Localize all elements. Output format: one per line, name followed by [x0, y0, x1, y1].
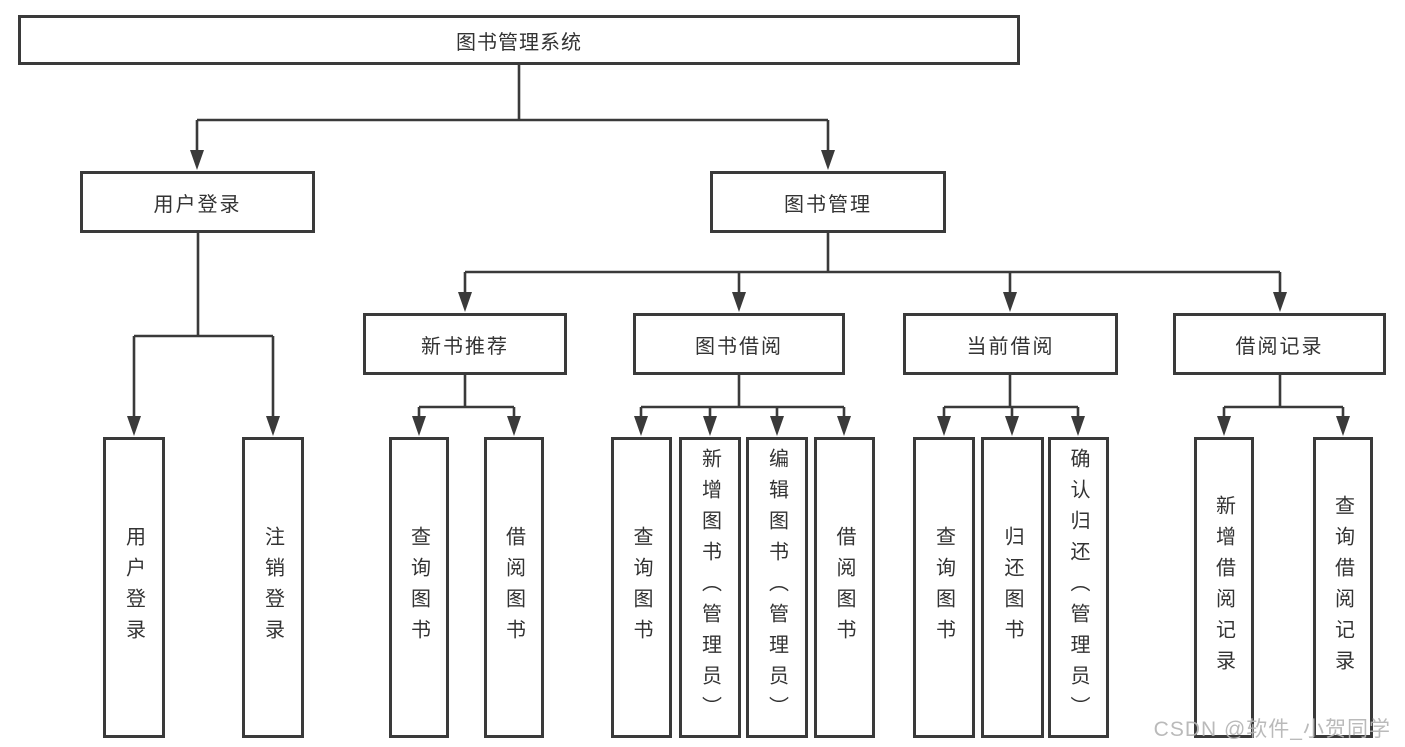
node-new-book-recommend: 新书推荐: [363, 313, 567, 375]
node-library-management-system: 图书管理系统: [18, 15, 1020, 65]
leaf-query-books-borrow: 查询图书: [611, 437, 672, 738]
leaf-borrow-books-borrow: 借阅图书: [814, 437, 875, 738]
leaf-borrow-books-recommend: 借阅图书: [484, 437, 544, 738]
leaf-add-borrow-record: 新增借阅记录: [1194, 437, 1254, 738]
leaf-logout: 注销登录: [242, 437, 304, 738]
leaf-confirm-return-admin: 确认归还（管理员）: [1048, 437, 1109, 738]
leaf-return-book: 归还图书: [981, 437, 1044, 738]
leaf-user-login: 用户登录: [103, 437, 165, 738]
node-book-management: 图书管理: [710, 171, 946, 233]
leaf-add-book-admin: 新增图书（管理员）: [679, 437, 741, 738]
leaf-query-borrow-record: 查询借阅记录: [1313, 437, 1373, 738]
node-book-borrow: 图书借阅: [633, 313, 845, 375]
node-borrow-records: 借阅记录: [1173, 313, 1386, 375]
node-user-login: 用户登录: [80, 171, 315, 233]
leaf-edit-book-admin: 编辑图书（管理员）: [746, 437, 808, 738]
csdn-watermark: CSDN @软件_小贺同学: [1153, 718, 1391, 741]
leaf-query-books-current: 查询图书: [913, 437, 975, 738]
node-current-borrow: 当前借阅: [903, 313, 1118, 375]
leaf-query-books-recommend: 查询图书: [389, 437, 449, 738]
